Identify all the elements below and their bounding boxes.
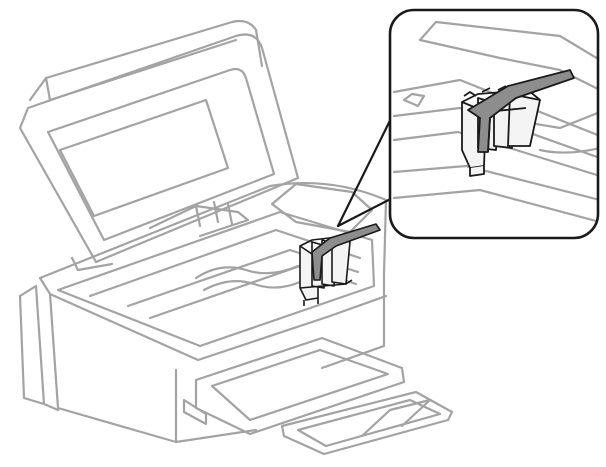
- right-housing: [270, 182, 374, 234]
- rear-paper-support: [28, 19, 264, 102]
- zoom-slot: [402, 92, 426, 108]
- paper-guide: [194, 200, 234, 228]
- internal-cable-2: [202, 279, 302, 292]
- output-tray: [194, 336, 406, 436]
- cover-hinge-left: [70, 256, 114, 272]
- output-tray-stopper: [360, 398, 432, 438]
- output-tray-extension-inner: [296, 398, 442, 448]
- printer-body-left-edge: [18, 294, 46, 406]
- paper-feed-slot: [148, 204, 250, 238]
- printer-body-left-side: [18, 284, 60, 412]
- zoom-cartridge-notches: [463, 85, 507, 97]
- callout-frame: [388, 8, 600, 240]
- zoom-housing-edge: [418, 38, 598, 92]
- output-tray-inner: [210, 348, 390, 422]
- zoom-cable: [538, 146, 598, 154]
- zoom-cartridge-tab: [469, 166, 485, 177]
- tray-foot-left: [182, 398, 208, 426]
- cartridge-bottom-edge: [299, 279, 353, 289]
- zoom-rail-3: [392, 130, 598, 178]
- printer-cover-panel: [58, 98, 230, 218]
- cartridge-tabs: [303, 298, 319, 306]
- zoom-rail-2: [392, 106, 598, 160]
- printer-body-front-edge: [48, 292, 388, 362]
- zoom-securing-tape: [467, 69, 575, 153]
- interior-rim: [56, 210, 376, 348]
- zoom-tape-fold: [487, 117, 491, 153]
- output-tray-extension: [280, 390, 454, 456]
- printer-cover-inner: [46, 67, 276, 242]
- zoom-cartridge-holder: [461, 69, 575, 177]
- printer-body-top: [38, 181, 388, 280]
- zoom-housing: [418, 20, 598, 130]
- printer-body-front: [38, 276, 258, 444]
- printer-body-right-side: [320, 272, 386, 370]
- printer-cartridge-holder: [299, 223, 381, 306]
- zoom-rail-1: [392, 78, 598, 138]
- zoom-rail-5: [392, 188, 598, 224]
- internal-cable: [194, 264, 300, 280]
- securing-tape: [311, 223, 381, 281]
- printer-cover: [18, 33, 300, 264]
- zoom-rail-4: [392, 164, 598, 202]
- detail-callout: [388, 8, 600, 240]
- zoom-cartridge-4: [507, 93, 541, 147]
